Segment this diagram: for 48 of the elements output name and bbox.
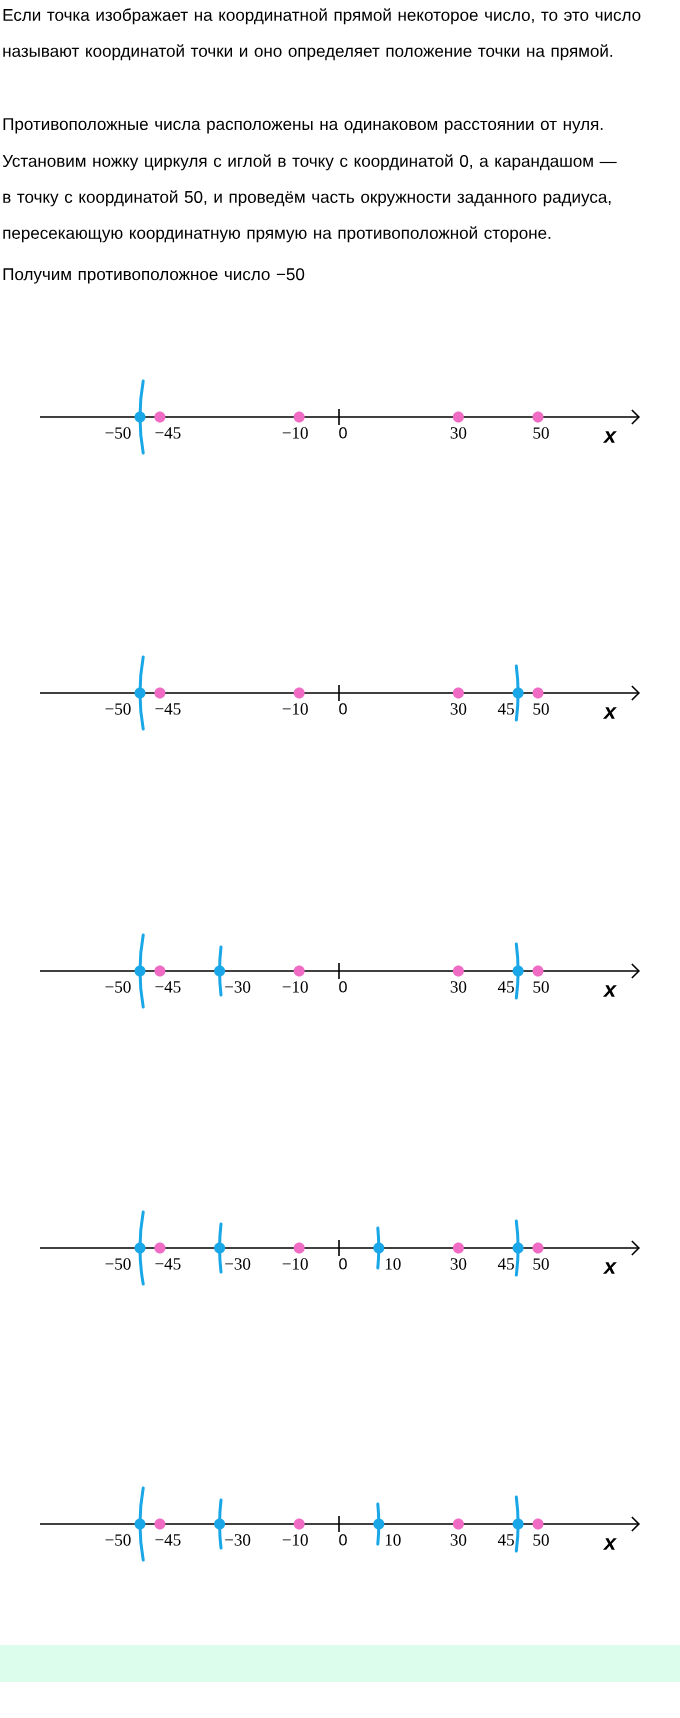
tick-label: −30 bbox=[225, 1534, 251, 1546]
tick-label: 30 bbox=[450, 1258, 467, 1270]
paragraph: Противоположные числа расположены на одинаковом расстоянии от нуля. bbox=[3, 118, 603, 134]
tick-label: 30 bbox=[450, 981, 467, 993]
tick-label: −30 bbox=[225, 1258, 251, 1270]
tick-label: 0 bbox=[339, 427, 347, 439]
paragraph: Получим противоположное число −50 bbox=[3, 268, 305, 284]
tick-label: 30 bbox=[450, 703, 467, 715]
tick-label: −50 bbox=[105, 703, 131, 715]
tick-label: −50 bbox=[105, 1534, 131, 1546]
tick-label: −10 bbox=[282, 1534, 308, 1546]
tick-label: −50 bbox=[105, 981, 131, 993]
tick-label: −45 bbox=[155, 981, 181, 993]
paragraph: Если точка изображает на координатной прямой некоторое число, то это число называют координатой точки и оно определяет положение точки на прямой. bbox=[3, 8, 641, 61]
tick-label: 10 bbox=[385, 1258, 401, 1270]
tick-label: 10 bbox=[385, 1534, 401, 1546]
tick-label: 50 bbox=[533, 427, 549, 439]
tick-label: 30 bbox=[450, 1534, 467, 1546]
tick-label: 45 bbox=[497, 1534, 514, 1546]
axis-label: x bbox=[602, 985, 617, 997]
axis-label: x bbox=[602, 1538, 617, 1550]
axis-label: x bbox=[602, 1262, 617, 1274]
tick-label: 50 bbox=[533, 703, 549, 715]
tick-label: 30 bbox=[450, 427, 467, 439]
tick-label: 0 bbox=[339, 1258, 347, 1270]
tick-label: −30 bbox=[225, 981, 251, 993]
tick-label: −45 bbox=[155, 427, 181, 439]
tick-label: 0 bbox=[339, 703, 347, 715]
axis-label: x bbox=[602, 431, 617, 443]
tick-label: 50 bbox=[533, 1534, 549, 1546]
tick-label: −10 bbox=[282, 981, 308, 993]
tick-label: −10 bbox=[282, 703, 308, 715]
paragraph: Установим ножку циркуля с иглой в точку с координатой 0, а карандашом — в точку с координатой 50, и проведём часть окружности заданного радиуса, пересекающую координатную прямую на противоположной стороне. bbox=[2, 154, 617, 243]
tick-label: 45 bbox=[497, 703, 514, 715]
tick-label: 45 bbox=[497, 1258, 514, 1270]
tick-label: −45 bbox=[155, 703, 181, 715]
tick-label: −10 bbox=[282, 427, 308, 439]
tick-label: 50 bbox=[533, 1258, 549, 1270]
tick-label: −10 bbox=[282, 1258, 308, 1270]
tick-label: 0 bbox=[339, 981, 347, 993]
tick-label: −50 bbox=[105, 427, 131, 439]
tick-label: −45 bbox=[155, 1534, 181, 1546]
tick-label: −50 bbox=[105, 1258, 131, 1270]
tick-label: 45 bbox=[497, 981, 514, 993]
tick-label: 0 bbox=[339, 1534, 347, 1546]
tick-label: −45 bbox=[155, 1258, 181, 1270]
tick-label: 50 bbox=[533, 981, 549, 993]
axis-label: x bbox=[602, 707, 617, 719]
